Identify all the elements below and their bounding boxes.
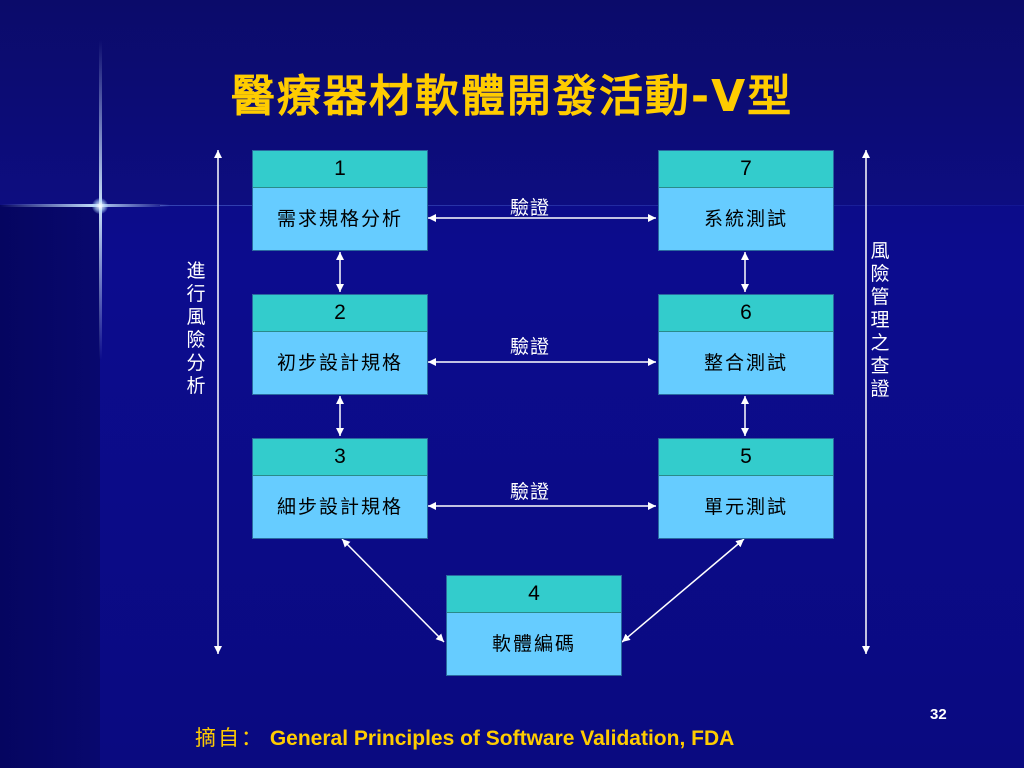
step-label: 整合測試 <box>703 352 788 374</box>
step-number: 7 <box>659 151 833 188</box>
step-box-5: 5 單元測試 <box>658 438 834 539</box>
arrow-3-4 <box>341 538 445 643</box>
right-side-label: 風險管理之查證 <box>870 240 890 400</box>
slide-title: 醫療器材軟體開發活動-V型 <box>230 71 794 122</box>
step-label: 系統測試 <box>703 208 788 230</box>
step-number: 5 <box>659 439 833 476</box>
source-citation: 摘自： General Principles of Software Valid… <box>195 722 734 752</box>
step-number: 4 <box>447 576 621 613</box>
source-text: General Principles of Software Validatio… <box>269 727 735 750</box>
step-number: 3 <box>253 439 427 476</box>
step-box-6: 6 整合測試 <box>658 294 834 395</box>
arrow-4-5 <box>621 538 745 643</box>
step-label: 需求規格分析 <box>276 208 403 230</box>
step-box-4: 4 軟體編碼 <box>446 575 622 676</box>
step-label: 單元測試 <box>703 496 788 518</box>
verify-label-3: 驗證 <box>510 481 551 503</box>
page-number: 32 <box>930 706 947 723</box>
step-label: 細步設計規格 <box>276 496 403 518</box>
top-background-band <box>0 0 1024 205</box>
step-label: 初步設計規格 <box>276 352 403 374</box>
left-side-label: 進行風險分析 <box>186 260 206 397</box>
step-box-2: 2 初步設計規格 <box>252 294 428 395</box>
horizon-line <box>160 205 1024 206</box>
verify-label-2: 驗證 <box>510 336 551 358</box>
step-number: 1 <box>253 151 427 188</box>
step-box-3: 3 細步設計規格 <box>252 438 428 539</box>
step-box-1: 1 需求規格分析 <box>252 150 428 251</box>
sparkle-horizontal <box>0 204 170 207</box>
step-number: 6 <box>659 295 833 332</box>
verify-label-1: 驗證 <box>510 197 551 219</box>
step-label: 軟體編碼 <box>491 633 576 655</box>
source-prefix: 摘自： <box>195 726 264 750</box>
step-number: 2 <box>253 295 427 332</box>
step-box-7: 7 系統測試 <box>658 150 834 251</box>
sparkle-star-icon <box>92 198 108 214</box>
